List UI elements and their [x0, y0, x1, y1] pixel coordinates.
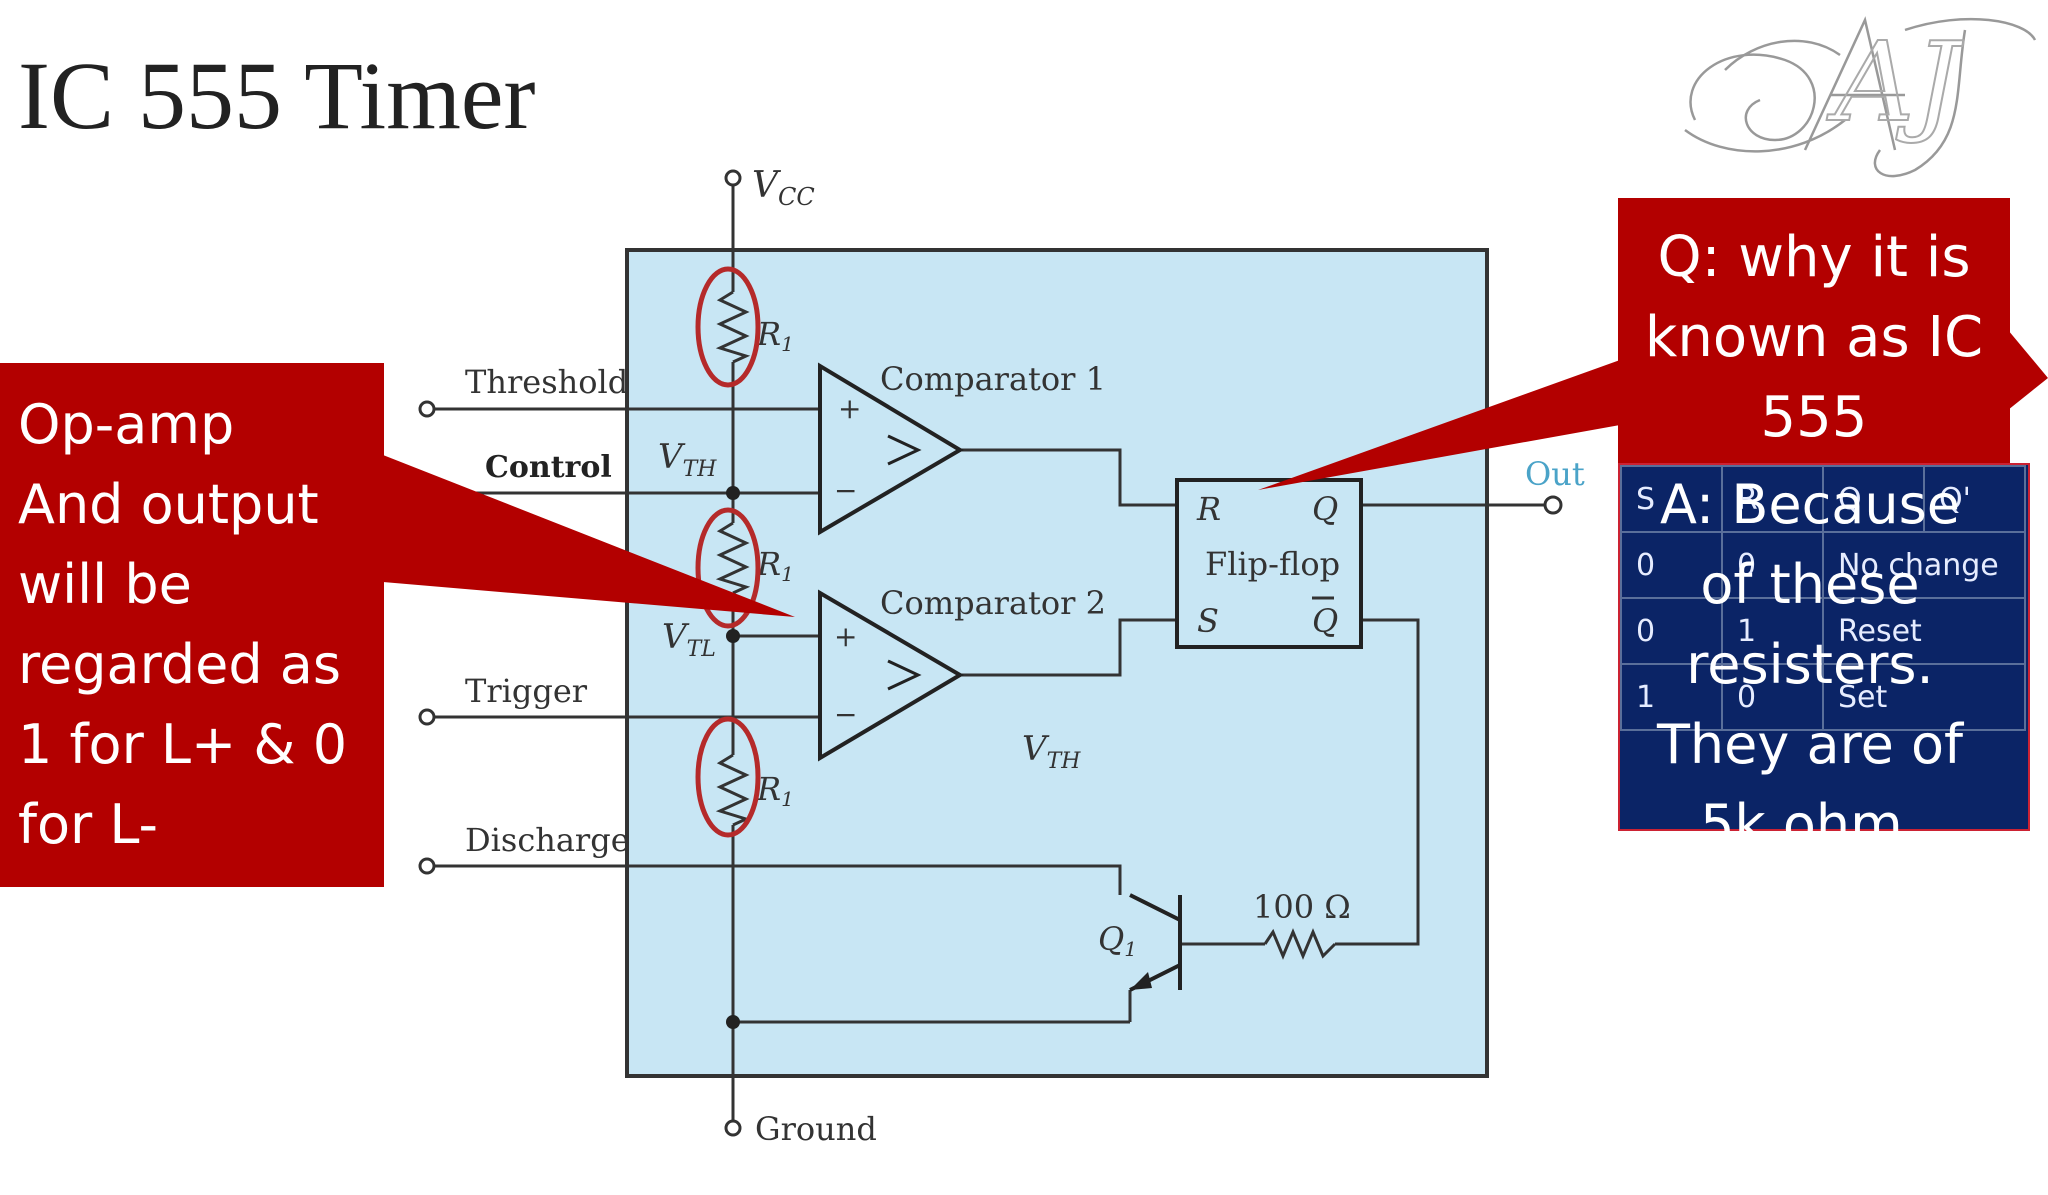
trigger-label: Trigger: [465, 672, 588, 710]
comparator-1-symbol: [818, 362, 964, 536]
flipflop-qbar: Q: [1312, 602, 1338, 640]
monogram-logo-icon: AJ: [1684, 16, 2037, 178]
answer-line: 5k ohm.: [1700, 793, 1920, 856]
table-cell: R: [1721, 465, 1824, 533]
table-cell: No change: [1822, 531, 2026, 599]
flipflop-q: Q: [1312, 490, 1338, 528]
callout-line: Op-amp: [18, 393, 235, 456]
logo-text: AJ: [1826, 18, 1964, 146]
flipflop-r: R: [1196, 490, 1221, 528]
resistor-highlight-bottom: [695, 716, 761, 838]
threshold-pin: [418, 400, 436, 418]
q1-label: Q1: [1098, 920, 1137, 961]
op-amp-callout: Op-amp And output will be regarded as 1 …: [0, 363, 384, 887]
answer-line: A: Because: [1660, 473, 1960, 536]
table-cell: S: [1620, 465, 1723, 533]
flipflop-s: S: [1197, 602, 1219, 640]
table-row: 0 1 Reset: [1620, 597, 2026, 665]
callout-line: will be: [18, 553, 192, 616]
out-label: Out: [1525, 455, 1585, 493]
answer-line: of these: [1700, 553, 1920, 616]
table-row: S R Q Q': [1620, 465, 2026, 533]
question-callout: Q: why it is known as IC 555: [1618, 198, 2010, 463]
trigger-pin: [418, 708, 436, 726]
r1-label-bottom: R1: [756, 770, 794, 811]
comp2-minus: −: [834, 698, 857, 731]
control-label: Control: [485, 450, 612, 485]
answer-callout-text: A: Because of these resisters. They are …: [1620, 465, 2000, 865]
table-row: 1 0 Set: [1620, 663, 2026, 731]
table-cell: Q': [1923, 465, 2026, 533]
ic-body: [625, 248, 1489, 1078]
callout-line: for L-: [18, 793, 159, 856]
out-pin: [1543, 495, 1563, 515]
table-cell: 0: [1620, 531, 1723, 599]
table-cell: 0: [1721, 663, 1824, 731]
table-cell: 0: [1620, 597, 1723, 665]
resistor-highlight-top: [695, 266, 761, 388]
threshold-label: Threshold: [465, 363, 628, 401]
discharge-label: Discharge: [465, 821, 630, 859]
discharge-pin: [418, 857, 436, 875]
vtl-label: VTL: [662, 617, 716, 662]
r100-label: 100 Ω: [1253, 888, 1351, 926]
ground-label: Ground: [755, 1110, 877, 1148]
table-cell: Set: [1822, 663, 2026, 731]
comparator-2-label: Comparator 2: [880, 584, 1106, 622]
question-callout-pointer: [1258, 360, 1620, 490]
table-cell: 1: [1721, 597, 1824, 665]
comparator-1-label: Comparator 1: [880, 360, 1106, 398]
question-line: known as IC: [1644, 305, 1984, 370]
question-callout-tail: [2008, 330, 2048, 410]
comp2-plus: +: [834, 620, 857, 653]
question-line: Q: why it is: [1657, 225, 1971, 290]
flip-flop-box: [1175, 478, 1363, 649]
truth-table-box: S R Q Q' 0 0 No change 0 1 Reset 1 0 Set…: [1618, 463, 2030, 856]
question-line: 555: [1760, 385, 1868, 450]
resistor-highlight-mid: [695, 507, 761, 629]
vth-label: VTH: [658, 437, 717, 482]
left-callout-pointer: [383, 455, 795, 617]
comparator-2-symbol: [818, 589, 964, 762]
vcc-label: VCC: [752, 165, 815, 211]
comp1-minus: −: [834, 474, 857, 507]
flipflop-label: Flip-flop: [1205, 545, 1340, 583]
comp1-plus: +: [838, 392, 861, 425]
ground-pin: [724, 1119, 742, 1137]
table-cell: 0: [1721, 531, 1824, 599]
sr-truth-table: S R Q Q' 0 0 No change 0 1 Reset 1 0 Set: [1620, 465, 2026, 731]
callout-line: regarded as: [18, 633, 342, 696]
table-row: 0 0 No change: [1620, 531, 2026, 599]
slide-title: IC 555 Timer: [18, 42, 536, 149]
callout-line: 1 for L+ & 0: [18, 713, 348, 776]
vcc-pin: [724, 169, 742, 187]
vth-label-2: VTH: [1022, 729, 1081, 774]
callout-line: And output: [18, 473, 319, 536]
table-cell: Q: [1822, 465, 1925, 533]
answer-line: resisters.: [1686, 633, 1934, 696]
table-cell: Reset: [1822, 597, 2026, 665]
answer-line: They are of: [1656, 713, 1964, 776]
table-cell: 1: [1620, 663, 1723, 731]
